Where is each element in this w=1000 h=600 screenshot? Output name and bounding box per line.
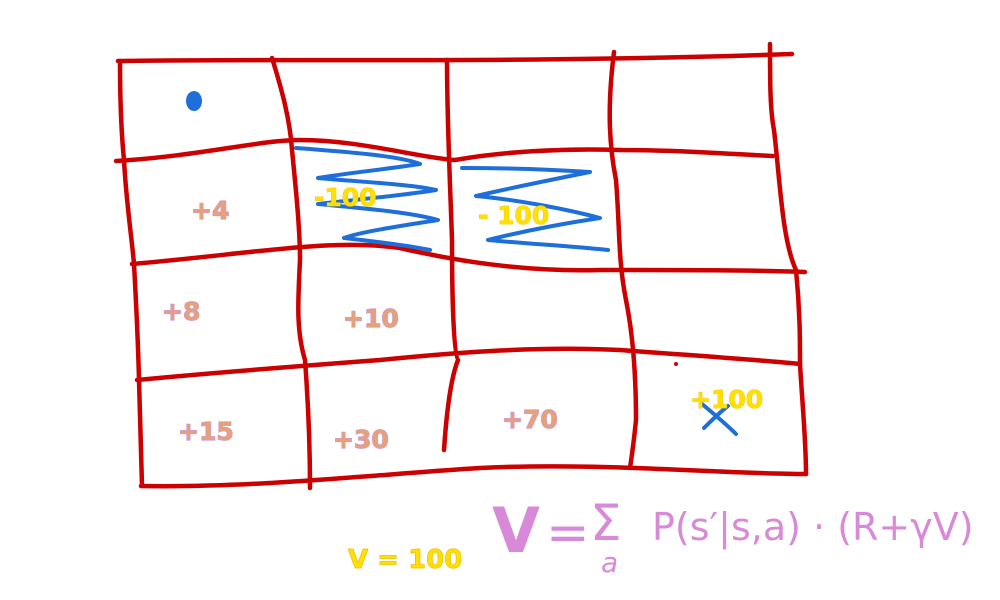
grid-line-col3 — [607, 49, 639, 471]
formula-sigma: Σ — [590, 494, 622, 552]
hatch-cell-1-1 — [294, 146, 440, 252]
cell-label-r1c0: +4 — [191, 196, 229, 225]
cell-label-r2c1: +10 — [343, 304, 399, 333]
penalty-hatching — [294, 146, 610, 252]
grid-line-left — [117, 58, 145, 489]
formula-equals: = — [546, 503, 590, 563]
goal-x-icon — [700, 402, 738, 436]
grid-line-right — [767, 41, 809, 477]
formula-sigma-sub: a — [601, 546, 618, 579]
bellman-formula: V = Σ a P(s′|s,a) · (R+γV) — [492, 494, 974, 579]
grid-line-col1 — [269, 55, 313, 491]
cell-label-r2c0: +8 — [162, 297, 200, 326]
formula-lhs: V — [492, 494, 540, 567]
grid-line-col2 — [441, 57, 461, 453]
cell-label-r3c3: +100 — [690, 385, 763, 414]
agent-dot-icon — [186, 91, 202, 111]
stray-dot — [674, 362, 678, 366]
grid-line-row2 — [129, 242, 808, 275]
hatch-cell-1-2 — [460, 166, 610, 252]
cell-label-r1c2: - 100 — [478, 201, 549, 230]
cell-label-r1c1: -100 — [314, 183, 377, 212]
cell-label-r3c1: +30 — [333, 425, 389, 454]
grid-line-row1 — [113, 137, 776, 164]
grid-line-bottom — [138, 464, 809, 489]
formula-body: P(s′|s,a) · (R+γV) — [652, 505, 974, 550]
value-note: V = 100 — [348, 545, 462, 575]
grid-line-row3 — [134, 346, 803, 383]
grid-lines — [113, 41, 809, 491]
cell-label-r3c2: +70 — [502, 405, 558, 434]
grid-line-top — [115, 51, 795, 64]
cell-label-r3c0: +15 — [178, 417, 234, 446]
